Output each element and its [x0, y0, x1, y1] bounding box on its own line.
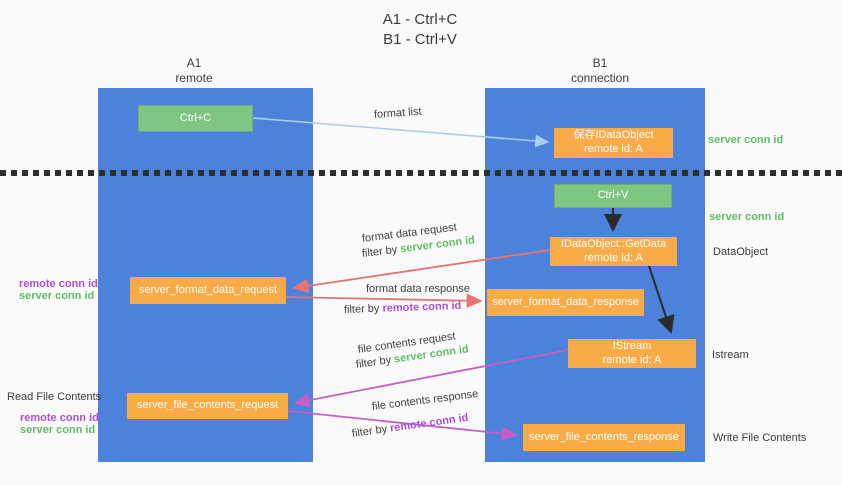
title-line-1: A1 - Ctrl+C — [382, 11, 458, 28]
node-server-format-data-request: server_format_data_request — [130, 277, 286, 304]
annotation-server-conn-id-top: server conn id — [708, 134, 784, 146]
node-ctrl-c: Ctrl+C — [138, 105, 253, 132]
node-file-response-label: server_file_contents_response — [529, 430, 679, 443]
annotation-remote-conn-id-bottom: remote conn id — [20, 412, 99, 424]
lane-header-a1: A1 remote — [134, 56, 254, 86]
arrow-getdata-to-istream — [648, 265, 675, 334]
annotation-remote-conn-id-mid: remote conn id — [19, 278, 98, 290]
filter-by-text: filter by — [343, 302, 383, 316]
annotation-server-conn-id-mid: server conn id — [709, 211, 785, 223]
node-save-line1: 保存IDataObject — [573, 129, 654, 142]
annotation-istream: Istream — [712, 349, 749, 361]
annotation-server-conn-id-mid-left: server conn id — [19, 290, 95, 302]
node-idataobject-getdata: IDataObject::GetData remote id: A — [550, 237, 677, 266]
arrow-format-list — [252, 117, 550, 148]
node-format-request-label: server_format_data_request — [138, 283, 278, 296]
lane-b1-name: B1 — [592, 56, 608, 70]
annotation-read-file-contents: Read File Contents — [7, 391, 102, 403]
arrow-format-data-response — [285, 293, 483, 308]
node-ctrl-v-label: Ctrl+V — [597, 189, 629, 202]
lane-b1-role: connection — [570, 71, 630, 85]
node-ctrl-v: Ctrl+V — [554, 184, 672, 208]
node-server-format-data-response: server_format_data_response — [487, 289, 644, 316]
arrow-file-contents-response — [287, 410, 518, 441]
lane-a1-name: A1 — [186, 56, 202, 70]
node-getdata-line2: remote id: A — [584, 251, 643, 264]
dotted-divider — [0, 170, 842, 176]
node-save-idataobject: 保存IDataObject remote id: A — [554, 128, 673, 158]
diagram-title: A1 - Ctrl+C B1 - Ctrl+V — [300, 10, 540, 51]
lane-header-b1: B1 connection — [540, 56, 660, 86]
edge-label-format-data-response: format data response — [366, 283, 470, 295]
node-istream-line1: IStream — [612, 339, 652, 352]
node-getdata-line1: IDataObject::GetData — [560, 237, 667, 250]
node-istream: IStream remote id: A — [568, 339, 696, 368]
lane-a1-role: remote — [175, 71, 213, 85]
node-format-response-label: server_format_data_response — [492, 295, 639, 308]
node-istream-line2: remote id: A — [602, 353, 662, 366]
title-line-2: B1 - Ctrl+V — [383, 31, 457, 49]
node-server-file-contents-response: server_file_contents_response — [523, 424, 685, 451]
node-save-line2: remote id: A — [584, 143, 643, 155]
node-file-request-label: server_file_contents_request — [136, 399, 279, 412]
arrow-file-contents-request — [293, 349, 569, 408]
annotation-dataobject: DataObject — [713, 246, 769, 258]
arrow-format-data-request — [292, 249, 551, 294]
annotation-server-conn-id-bottom: server conn id — [20, 424, 96, 436]
annotation-write-file-contents: Write File Contents — [713, 432, 807, 444]
node-server-file-contents-request: server_file_contents_request — [127, 393, 288, 419]
node-ctrl-c-label: Ctrl+C — [179, 111, 212, 124]
